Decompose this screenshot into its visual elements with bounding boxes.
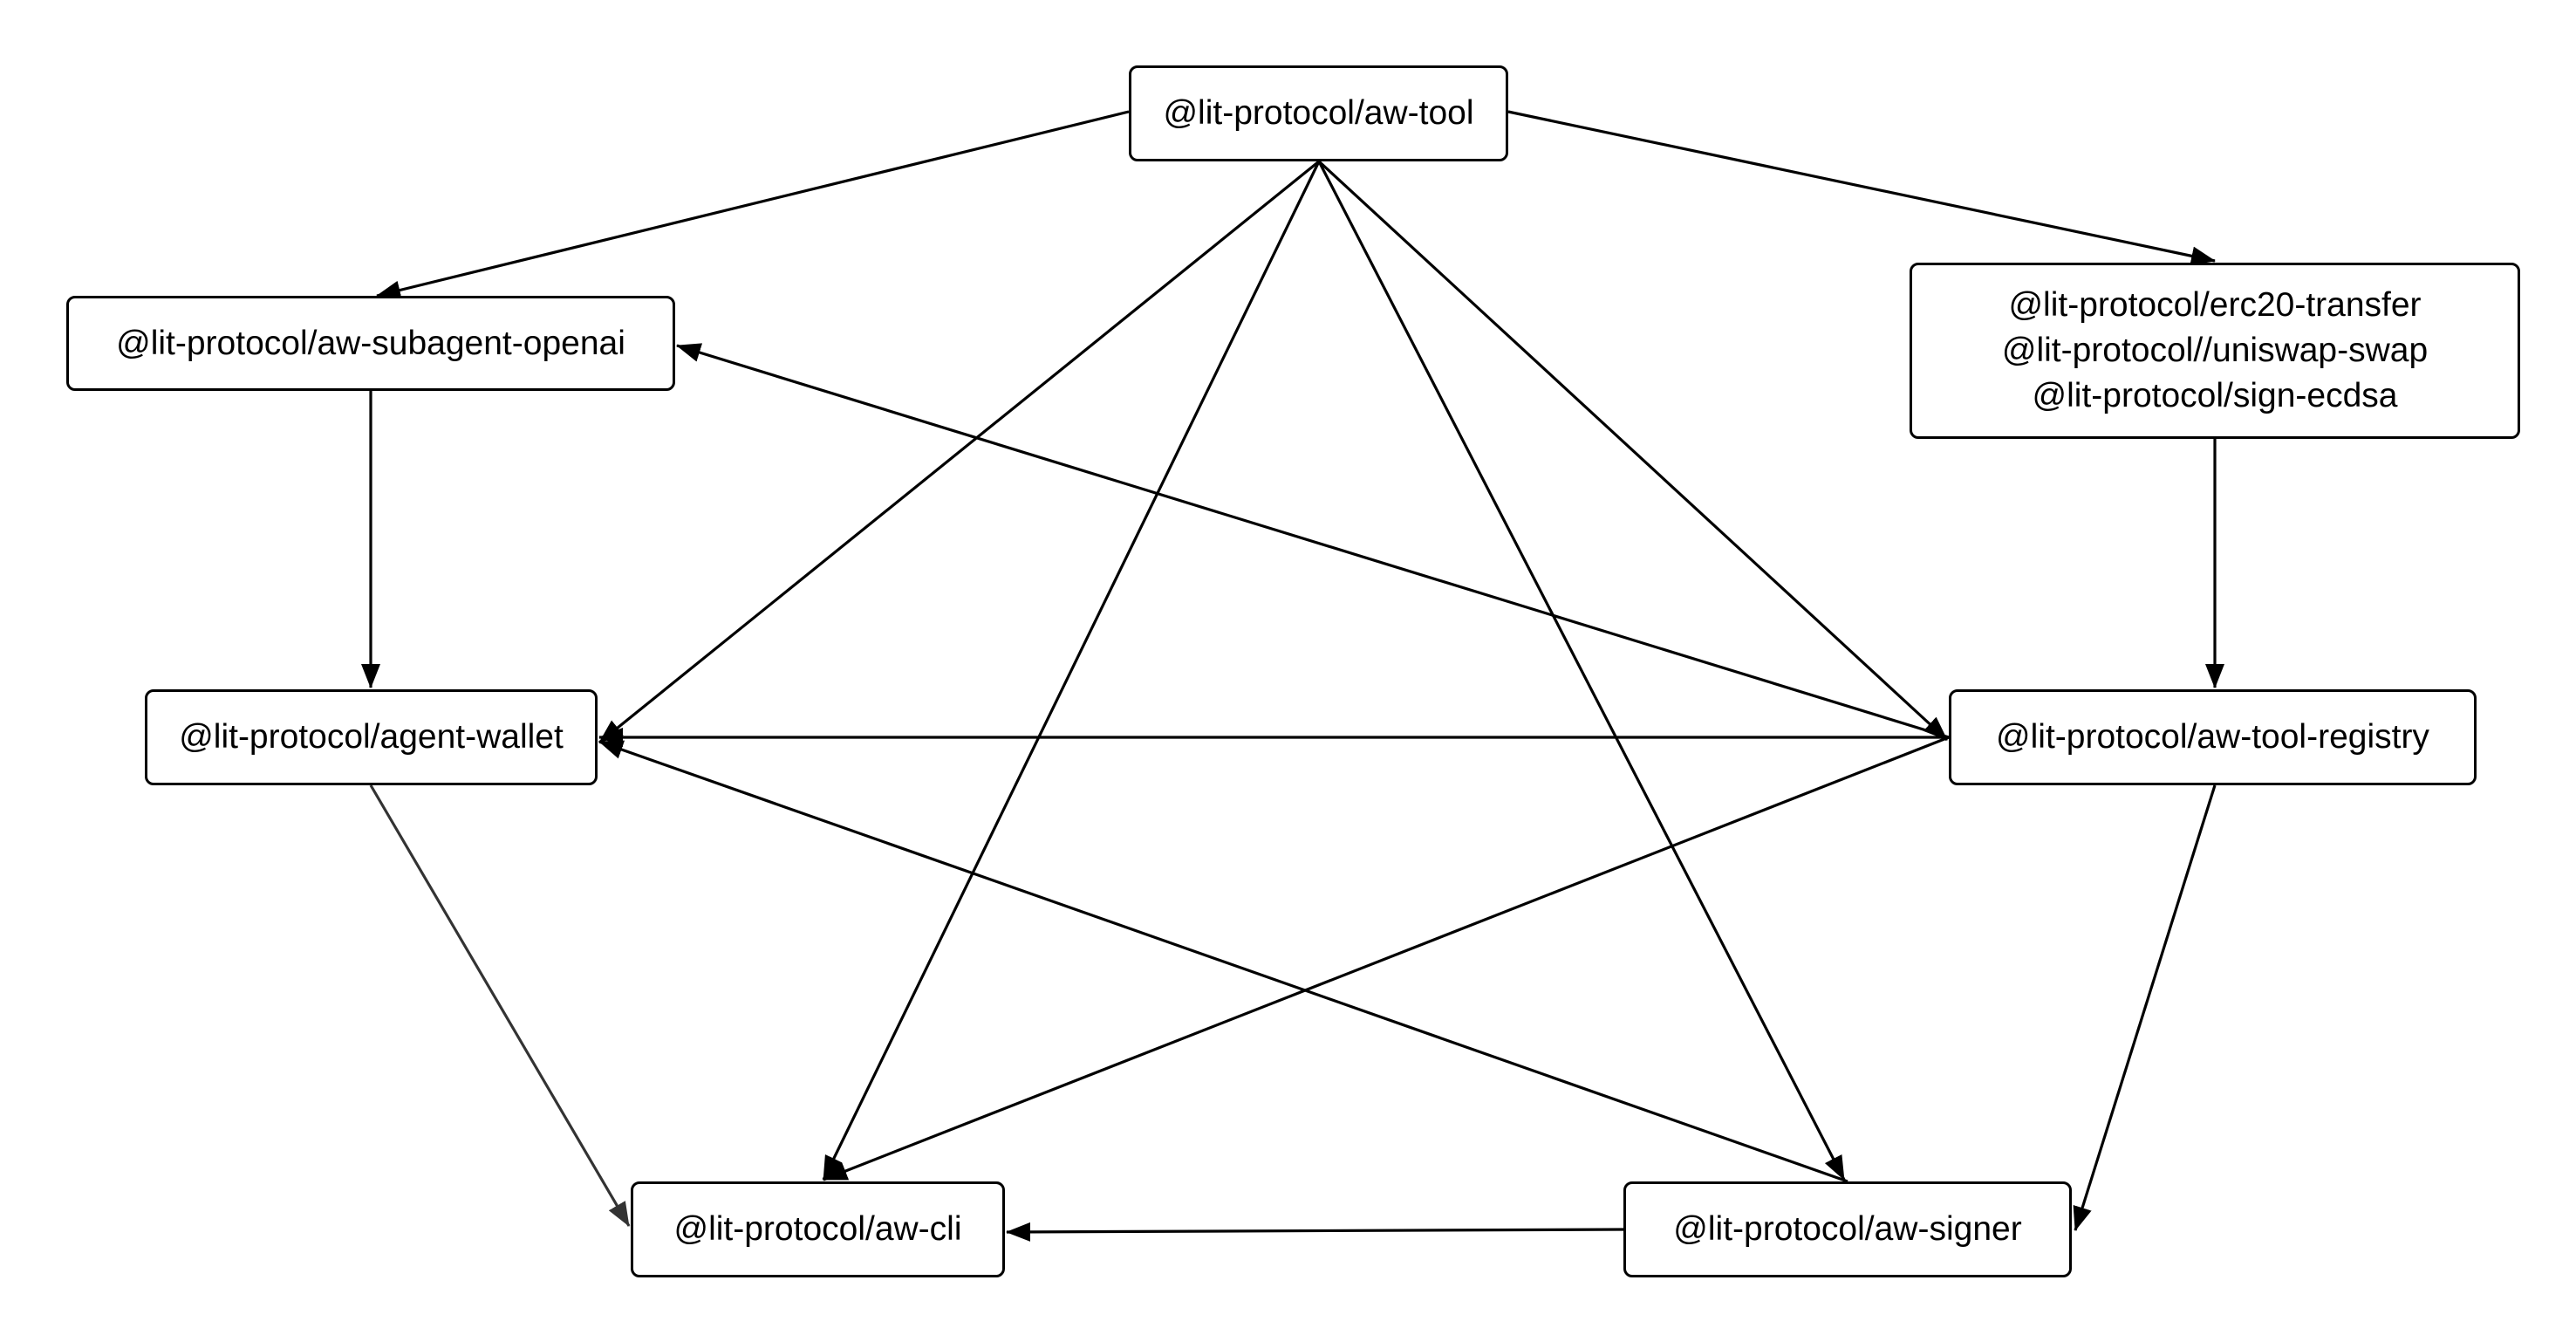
node-aw-signer: @lit-protocol/aw-signer <box>1623 1181 2072 1277</box>
edge-aw-tool-to-agent-wallet <box>598 160 1321 744</box>
edge-aw-tool-registry-to-aw-cli <box>823 736 1950 1181</box>
node-label: @lit-protocol/agent-wallet <box>179 718 564 756</box>
node-label-line-2: @lit-protocol//uniswap-swap <box>2001 332 2429 369</box>
edge-aw-tool-to-aw-tool-registry <box>1317 160 1949 742</box>
edge-aw-tool-registry-to-aw-signer <box>2073 784 2217 1231</box>
edge-aw-signer-to-aw-cli <box>1006 1222 1624 1242</box>
edge-aw-tool-to-tools-group <box>1507 110 2216 266</box>
node-label: @lit-protocol/aw-cli <box>673 1210 962 1248</box>
node-aw-tool-registry: @lit-protocol/aw-tool-registry <box>1949 689 2477 785</box>
node-label: @lit-protocol/aw-tool-registry <box>1996 718 2429 756</box>
edge-aw-tool-to-aw-subagent-openai <box>376 110 1130 300</box>
diagram-edges <box>361 110 2224 1242</box>
edge-aw-signer-to-agent-wallet <box>598 740 1848 1183</box>
node-aw-cli: @lit-protocol/aw-cli <box>631 1181 1005 1277</box>
node-agent-wallet: @lit-protocol/agent-wallet <box>145 689 598 785</box>
edge-aw-tool-registry-to-aw-subagent-openai <box>676 343 1950 739</box>
node-aw-subagent-openai: @lit-protocol/aw-subagent-openai <box>66 296 675 391</box>
edge-aw-tool-to-aw-cli <box>822 161 1321 1181</box>
node-tools-group: @lit-protocol/erc20-transfer @lit-protoc… <box>1910 263 2520 439</box>
edge-aw-tool-to-aw-signer <box>1317 161 1846 1181</box>
node-label: @lit-protocol/aw-subagent-openai <box>116 324 625 362</box>
node-label-line-3: @lit-protocol/sign-ecdsa <box>2032 377 2398 414</box>
node-label-line-1: @lit-protocol/erc20-transfer <box>2008 286 2422 324</box>
edge-agent-wallet-to-aw-cli <box>369 784 631 1227</box>
node-aw-tool: @lit-protocol/aw-tool <box>1129 65 1508 161</box>
node-label: @lit-protocol/aw-tool <box>1163 94 1474 132</box>
node-label: @lit-protocol/aw-signer <box>1673 1210 2022 1248</box>
